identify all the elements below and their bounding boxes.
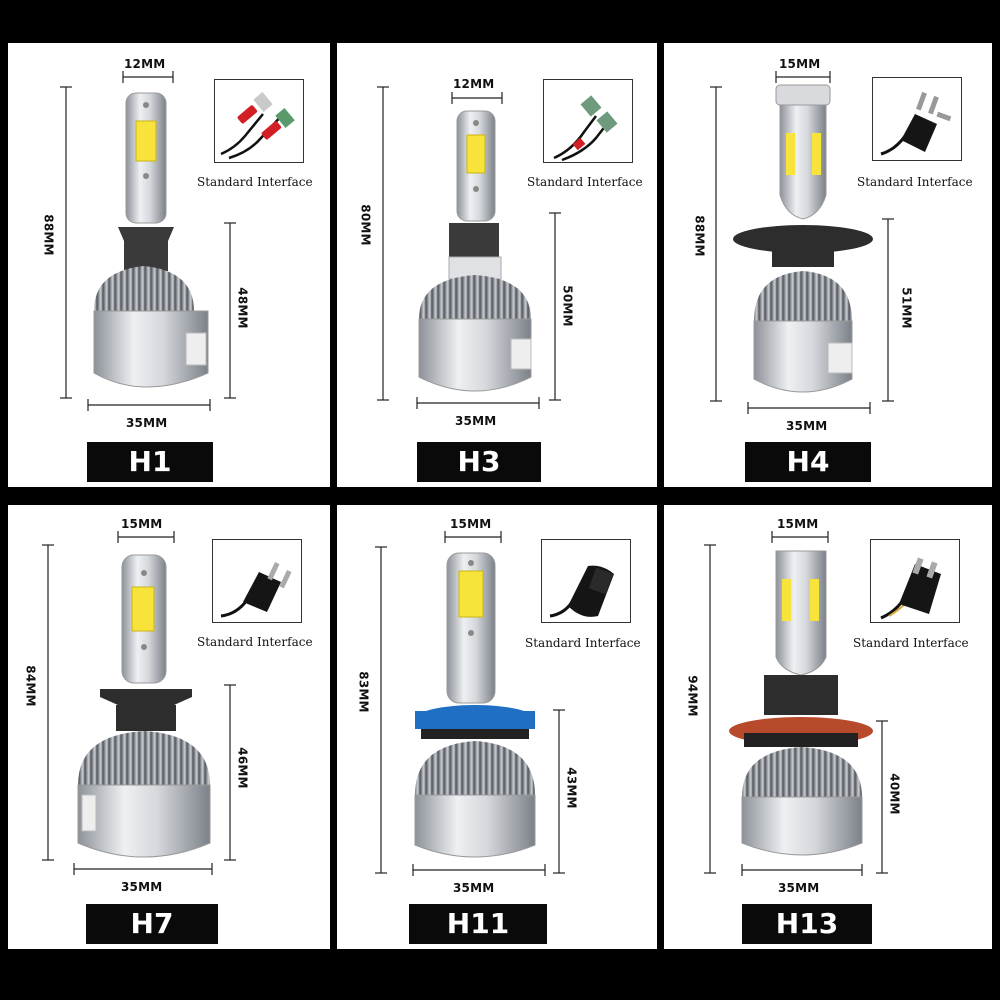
- interface-label: Standard Interface: [525, 636, 641, 650]
- bulb-illustration-h13: [704, 531, 888, 876]
- dimension-base-height: 51MM: [899, 287, 914, 329]
- dimension-base-width: 35MM: [778, 881, 820, 895]
- dimension-base-height: 40MM: [887, 773, 902, 815]
- h3-connector-icon: [553, 95, 618, 162]
- dimension-top-width: 15MM: [777, 517, 819, 531]
- dimension-base-height: 50MM: [560, 285, 575, 327]
- h13-connector-icon: [880, 557, 941, 620]
- model-label: H11: [409, 904, 547, 944]
- interface-label: Standard Interface: [527, 175, 643, 189]
- bulb-panel-h13: 15MM 94MM 40MM 35MM Standard Interface H…: [664, 505, 992, 949]
- dimension-total-height: 88MM: [41, 214, 56, 256]
- bulb-illustration-h3: [377, 86, 561, 409]
- bulb-illustration-h1: [60, 71, 236, 411]
- bulb-illustration-h7: [42, 531, 236, 875]
- model-label: H13: [742, 904, 872, 944]
- connector-image: [541, 539, 631, 623]
- connector-image: [543, 79, 633, 163]
- model-label: H1: [87, 442, 213, 482]
- connector-image: [870, 539, 960, 623]
- bulb-panel-h4: 15MM 88MM 51MM 35MM Standard Interface H…: [664, 43, 992, 487]
- dimension-total-height: 94MM: [685, 675, 700, 717]
- dimension-total-height: 83MM: [356, 671, 371, 713]
- interface-label: Standard Interface: [197, 635, 313, 649]
- dimension-base-width: 35MM: [453, 881, 495, 895]
- model-label: H4: [745, 442, 871, 482]
- connector-image: [212, 539, 302, 623]
- bulb-panel-h7: 15MM 84MM 46MM 35MM Standard Interface H…: [8, 505, 330, 949]
- h11-connector-icon: [549, 565, 614, 618]
- dimension-top-width: 15MM: [121, 517, 163, 531]
- model-label: H3: [417, 442, 541, 482]
- dimension-base-width: 35MM: [121, 880, 163, 894]
- interface-label: Standard Interface: [853, 636, 969, 650]
- h7-connector-icon: [220, 561, 292, 618]
- dimension-top-width: 15MM: [450, 517, 492, 531]
- interface-label: Standard Interface: [857, 175, 973, 189]
- dimension-top-width: 12MM: [453, 77, 495, 91]
- connector-image: [872, 77, 962, 161]
- dimension-top-width: 15MM: [779, 57, 821, 71]
- model-label: H7: [86, 904, 218, 944]
- dimension-base-width: 35MM: [126, 416, 168, 430]
- bulb-illustration-h11: [375, 531, 565, 876]
- bulb-panel-h3: 12MM 80MM 50MM 35MM Standard Interface H…: [337, 43, 657, 487]
- bulb-panel-h11: 15MM 83MM 43MM 35MM Standard Interface H…: [337, 505, 657, 949]
- h1-connector-icon: [220, 92, 295, 160]
- dimension-base-width: 35MM: [786, 419, 828, 433]
- dimension-base-width: 35MM: [455, 414, 497, 428]
- connector-image: [214, 79, 304, 163]
- bulb-illustration-h4: [710, 71, 894, 414]
- interface-label: Standard Interface: [197, 175, 313, 189]
- bulb-panel-h1: 12MM 88MM 48MM 35MM Standard Interface H…: [8, 43, 330, 487]
- dimension-base-height: 43MM: [564, 767, 579, 809]
- dimension-top-width: 12MM: [124, 57, 166, 71]
- dimension-total-height: 88MM: [692, 215, 707, 257]
- dimension-base-height: 46MM: [235, 747, 250, 789]
- dimension-total-height: 80MM: [358, 204, 373, 246]
- h4-connector-icon: [880, 91, 952, 156]
- dimension-base-height: 48MM: [235, 287, 250, 329]
- dimension-total-height: 84MM: [23, 665, 38, 707]
